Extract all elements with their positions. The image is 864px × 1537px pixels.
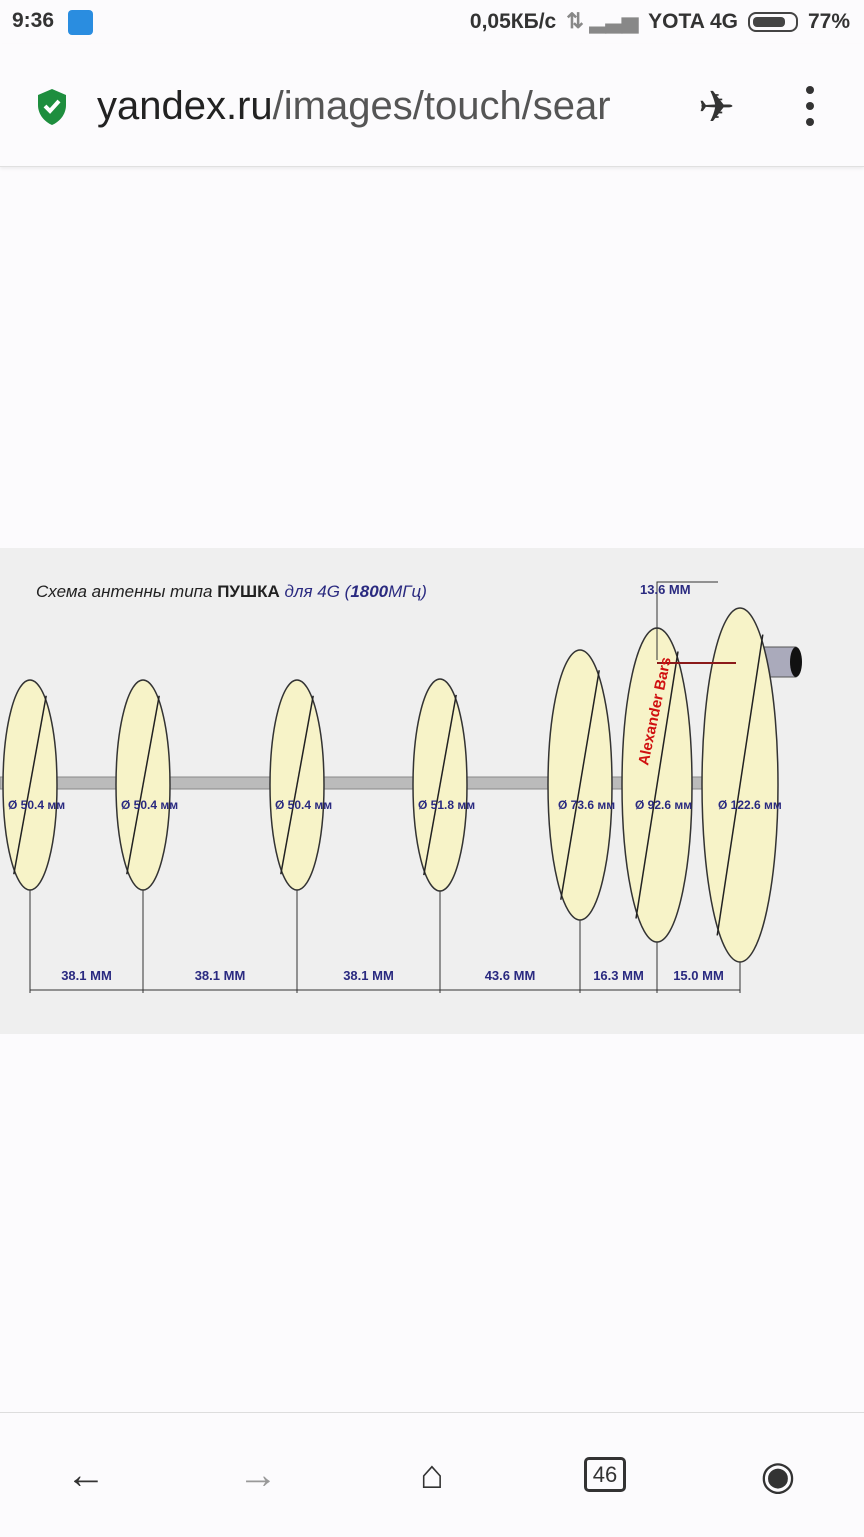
- status-bar: 9:36 0,05КБ/с ⇅ ▂▃▅ YOTA 4G 77%: [0, 0, 864, 44]
- spacing-dimension: 43.6 ММ: [440, 968, 580, 991]
- back-button[interactable]: ←: [66, 1453, 106, 1497]
- clock: 9:36: [12, 9, 55, 32]
- disk-6: Ø 92.6 мм: [621, 627, 693, 993]
- diameter-label: Ø 50.4 мм: [8, 798, 65, 812]
- diameter-label: Ø 73.6 мм: [558, 798, 615, 812]
- disk-5: Ø 73.6 мм: [547, 649, 615, 993]
- network-speed: 0,05КБ/с: [469, 9, 557, 33]
- menu-button[interactable]: [800, 86, 820, 134]
- spacing-label: 38.1 ММ: [343, 968, 394, 983]
- bottom-nav: ← → ⌂ 46 ◉: [0, 1412, 864, 1537]
- antenna-diagram: Схема антенны типа ПУШКА для 4G (1800МГц…: [0, 581, 802, 993]
- profile-button[interactable]: ◉: [760, 1454, 796, 1498]
- signal-icon: ⇅ ▂▃▅: [566, 10, 639, 33]
- disk-4: Ø 51.8 мм: [412, 678, 475, 993]
- disk-2: Ø 50.4 мм: [115, 679, 178, 993]
- spacing-label: 15.0 ММ: [673, 968, 724, 983]
- tabs-count: 46: [583, 1457, 627, 1492]
- spacing-dimension: 15.0 ММ: [657, 968, 740, 991]
- spacing-dimension: 38.1 ММ: [297, 968, 440, 991]
- diameter-label: Ø 92.6 мм: [635, 798, 692, 812]
- carrier: YOTA 4G: [648, 9, 738, 33]
- app-notification-icon: [68, 10, 93, 35]
- spacing-dimension: 38.1 ММ: [143, 968, 297, 991]
- battery-percent: 77%: [807, 9, 850, 33]
- disk-3: Ø 50.4 мм: [269, 679, 332, 993]
- disk-7: Ø 122.6 мм: [701, 607, 782, 993]
- spacing-label: 38.1 ММ: [195, 968, 246, 983]
- antenna-diagram-image[interactable]: Схема антенны типа ПУШКА для 4G (1800МГц…: [0, 548, 864, 1034]
- airplane-mode-icon[interactable]: ✈: [698, 83, 735, 132]
- spacing-label: 38.1 ММ: [61, 968, 112, 983]
- address-bar: yandex.ru/images/touch/sear ✈: [0, 44, 864, 167]
- battery-icon: [747, 11, 798, 32]
- spacing-label: 43.6 ММ: [485, 968, 536, 983]
- forward-button[interactable]: →: [238, 1453, 278, 1497]
- diameter-label: Ø 50.4 мм: [121, 798, 178, 812]
- tabs-button[interactable]: 46: [575, 1453, 635, 1503]
- spacing-label: 16.3 ММ: [593, 968, 644, 983]
- diameter-label: Ø 51.8 мм: [418, 798, 475, 812]
- secure-shield-icon: [38, 89, 66, 125]
- home-button[interactable]: ⌂: [419, 1453, 445, 1497]
- url-field[interactable]: yandex.ru/images/touch/sear: [97, 84, 677, 129]
- feed-offset-label: 13.6 ММ: [640, 582, 691, 597]
- diagram-title: Схема антенны типа ПУШКА для 4G (1800МГц…: [36, 582, 427, 601]
- url-path: /images/touch/sear: [272, 84, 611, 128]
- disk-1: Ø 50.4 мм: [2, 679, 65, 993]
- spacing-dimension: 38.1 ММ: [30, 968, 143, 991]
- spacing-dimension: 16.3 ММ: [580, 968, 657, 991]
- diameter-label: Ø 50.4 мм: [275, 798, 332, 812]
- url-host: yandex.ru: [97, 84, 273, 128]
- diameter-label: Ø 122.6 мм: [718, 798, 782, 812]
